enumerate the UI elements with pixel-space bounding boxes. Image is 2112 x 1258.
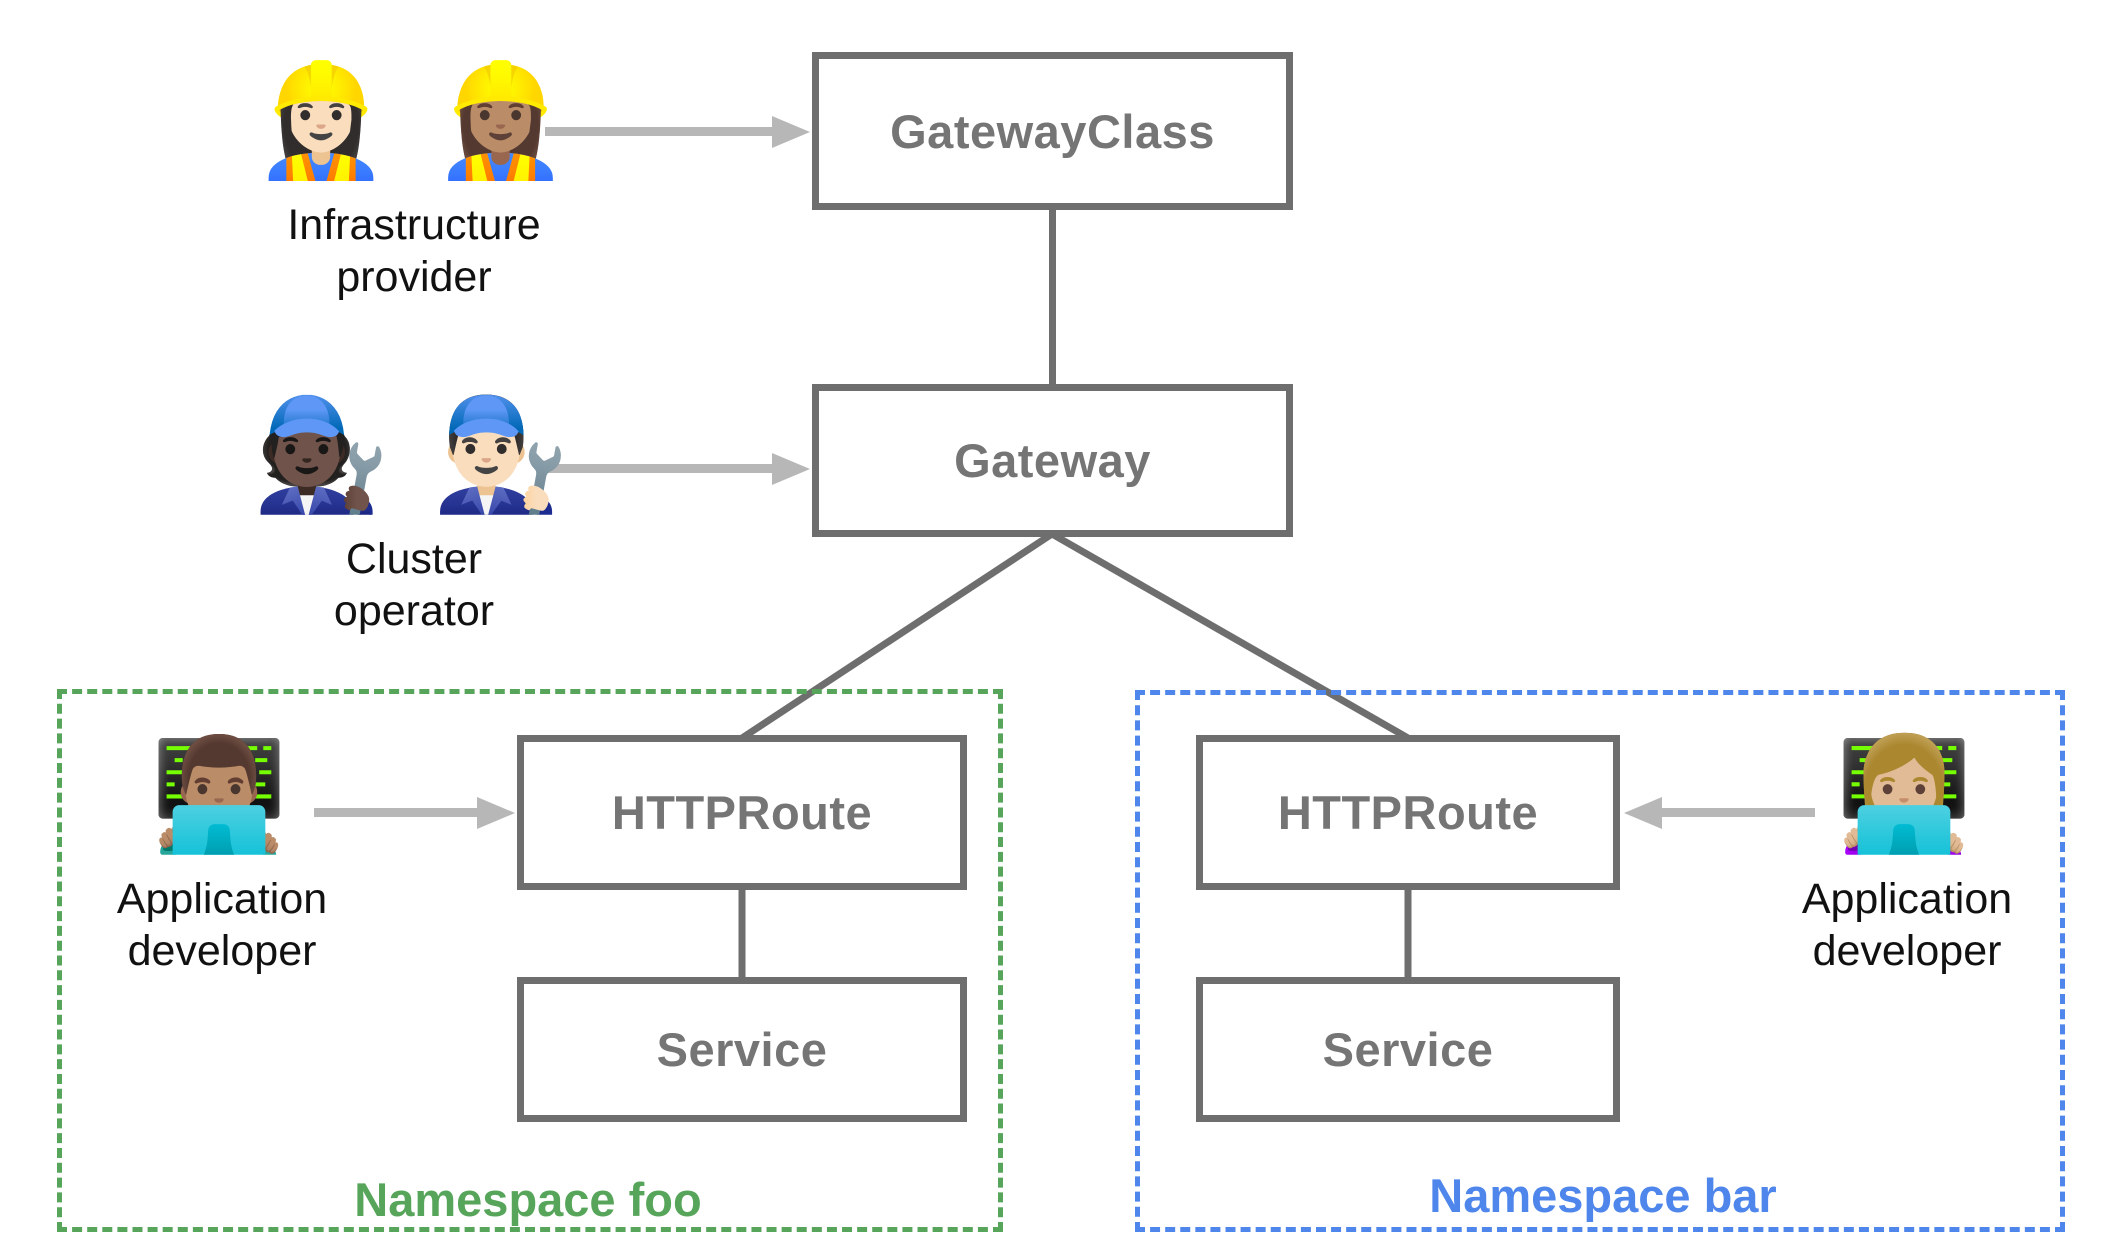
- gatewayclass-node: GatewayClass: [812, 52, 1293, 210]
- gateway-node: Gateway: [812, 384, 1293, 537]
- service-foo-node-label: Service: [656, 1023, 828, 1076]
- service-foo-node: Service: [517, 977, 967, 1122]
- application-developer-foo-persona: 👨🏽‍💻 Application developer: [62, 732, 382, 977]
- app-developer-foo-label-line1: Application: [116, 874, 328, 923]
- app-developer-bar-label-line2: developer: [1812, 926, 2002, 975]
- service-bar-node-label: Service: [1322, 1023, 1494, 1076]
- httproute-bar-node: HTTPRoute: [1196, 735, 1620, 890]
- infrastructure-provider-persona: 👷🏻‍♀️ 👷🏽‍♀️ Infrastructure provider: [164, 58, 664, 303]
- service-bar-node: Service: [1196, 977, 1620, 1122]
- namespace-bar-label: Namespace bar: [1429, 1169, 1777, 1222]
- httproute-foo-node: HTTPRoute: [517, 735, 967, 890]
- gatewayclass-node-label: GatewayClass: [890, 104, 1215, 158]
- namespace-foo-box: [57, 689, 1003, 1232]
- infrastructure-provider-label-line2: provider: [336, 252, 492, 301]
- man-technologist-emoji-icon: 👨🏽‍💻: [150, 733, 294, 856]
- woman-technologist-emoji-icon: 👩🏼‍💻: [1835, 733, 1979, 856]
- cluster-operator-label-line1: Cluster: [345, 534, 483, 583]
- gateway-node-label: Gateway: [954, 434, 1151, 487]
- httproute-foo-node-label: HTTPRoute: [611, 786, 873, 839]
- mechanic-emojis-icon: 🧑🏿‍🔧 👨🏻‍🔧: [252, 393, 576, 516]
- namespace-bar-box: [1135, 690, 2065, 1232]
- cluster-operator-label-line2: operator: [333, 586, 495, 635]
- arrow-app-developer-to-httproute-bar: [1661, 808, 1815, 817]
- arrow-app-developer-to-httproute-foo: [314, 808, 478, 817]
- arrow-infrastructure-provider-to-gatewayclass: [545, 127, 773, 136]
- app-developer-bar-label-line1: Application: [1801, 874, 2013, 923]
- cluster-operator-persona: 🧑🏿‍🔧 👨🏻‍🔧 Cluster operator: [164, 392, 664, 637]
- namespace-foo-label: Namespace foo: [354, 1173, 702, 1226]
- construction-worker-emojis-icon: 👷🏻‍♀️ 👷🏽‍♀️: [252, 59, 576, 182]
- app-developer-foo-label-line2: developer: [127, 926, 317, 975]
- httproute-bar-node-label: HTTPRoute: [1277, 786, 1539, 839]
- application-developer-bar-persona: 👩🏼‍💻 Application developer: [1747, 732, 2067, 977]
- arrow-cluster-operator-to-gateway: [545, 464, 773, 473]
- infrastructure-provider-label-line1: Infrastructure: [287, 200, 541, 249]
